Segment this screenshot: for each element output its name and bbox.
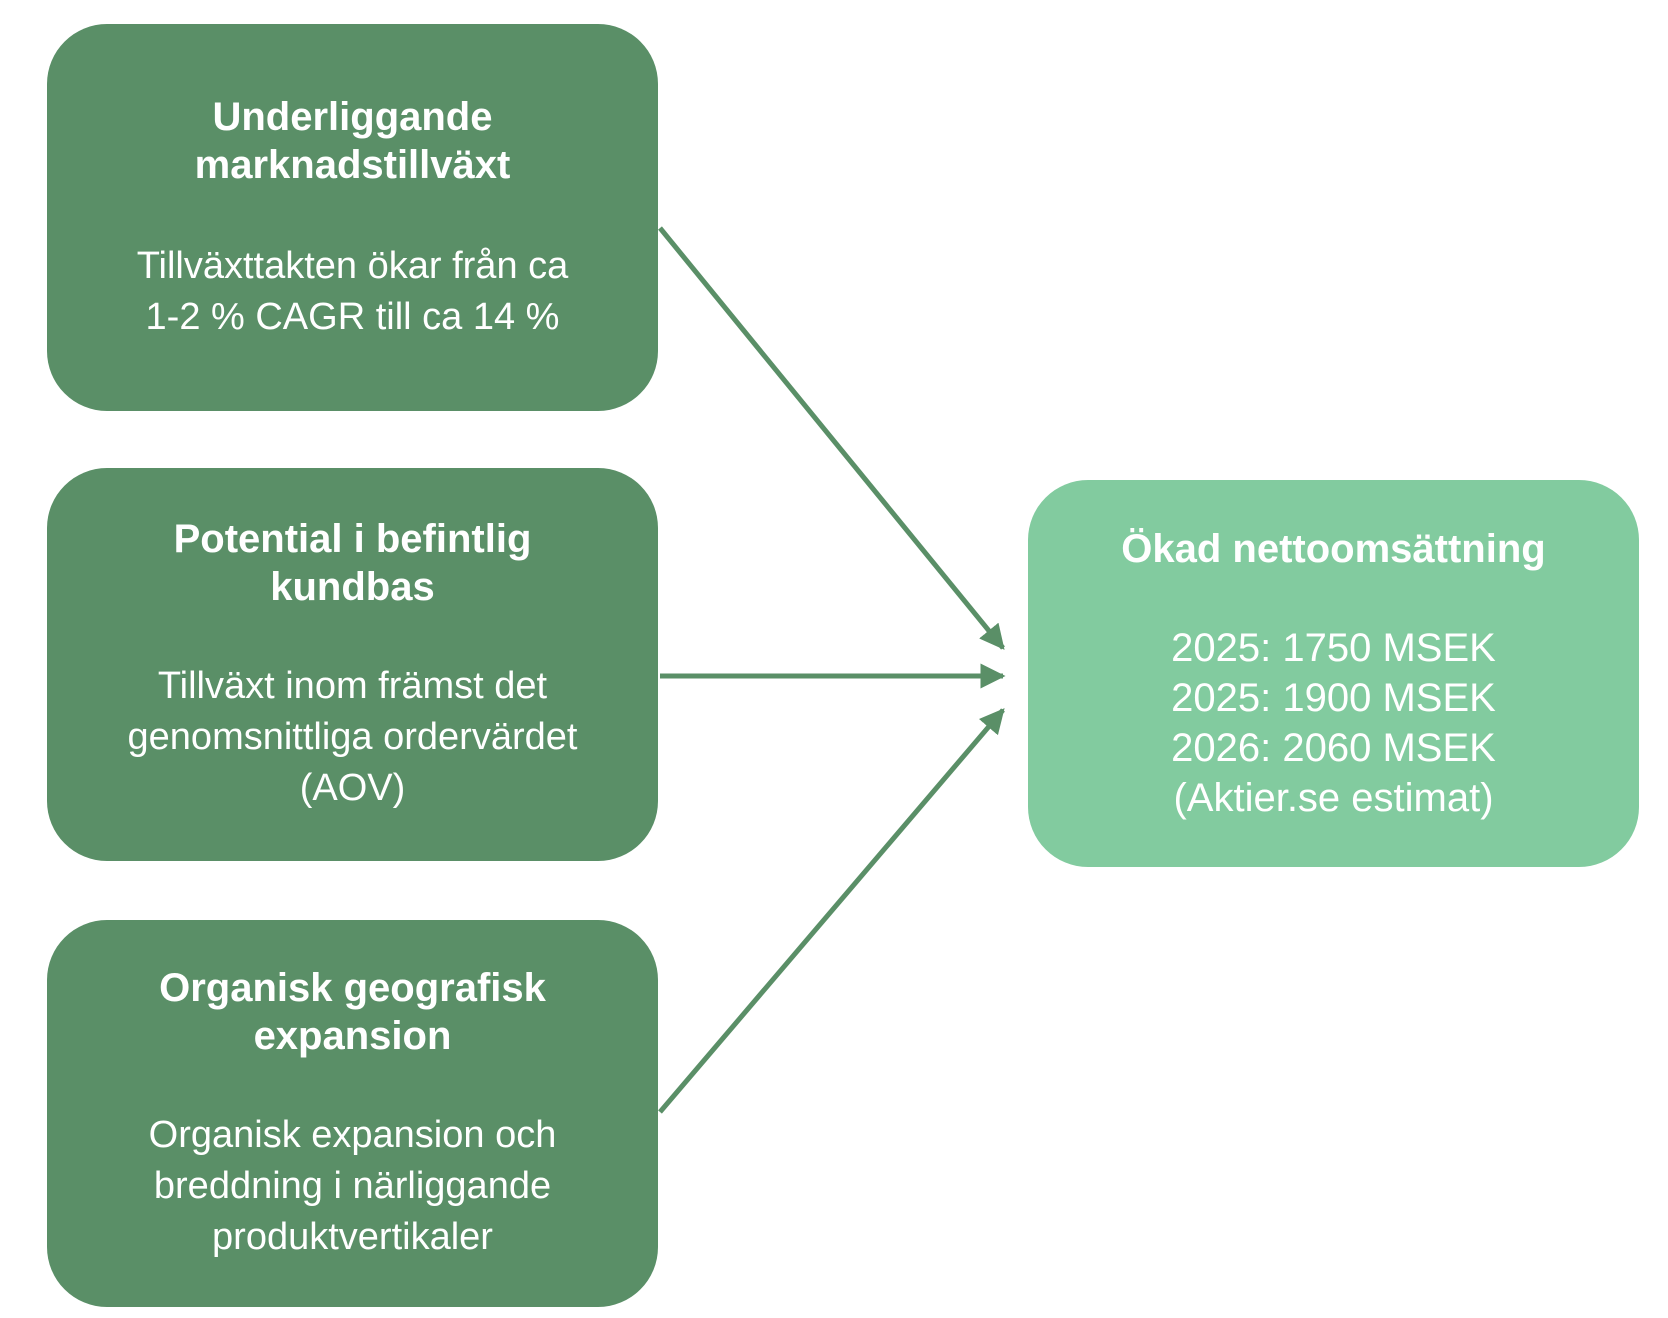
title-line: Underliggande — [212, 94, 493, 139]
arrow-market-growth-to-result — [658, 226, 1005, 650]
body-line: Tillväxt inom främst det — [157, 665, 548, 707]
body-line: produktvertikaler — [212, 1216, 493, 1258]
driver-box-customer-base: Potential i befintlig kundbas Tillväxt i… — [47, 468, 658, 861]
title-line: Potential i befintlig — [173, 517, 532, 561]
driver-description: Organisk expansion och breddning i närli… — [149, 1110, 557, 1263]
title-line: Organisk geografisk — [159, 966, 546, 1010]
driver-title: Underliggande marknadstillväxt — [195, 93, 511, 189]
result-box-net-sales: Ökad nettoomsättning 2025: 1750 MSEK 202… — [1028, 480, 1639, 867]
title-line: kundbas — [270, 565, 435, 609]
estimate-line: 2026: 2060 MSEK — [1171, 725, 1496, 770]
result-title: Ökad nettoomsättning — [1121, 526, 1546, 571]
title-line: marknadstillväxt — [194, 142, 511, 187]
body-line: breddning i närliggande — [153, 1165, 552, 1207]
body-line: (AOV) — [299, 767, 406, 809]
driver-title: Organisk geografisk expansion — [159, 964, 546, 1060]
body-line: genomsnittliga ordervärdet — [127, 716, 578, 758]
estimate-line: (Aktier.se estimat) — [1173, 775, 1494, 820]
driver-title: Potential i befintlig kundbas — [174, 515, 532, 611]
driver-description: Tillväxttakten ökar från ca 1-2 % CAGR t… — [137, 241, 569, 343]
driver-box-geographic-expansion: Organisk geografisk expansion Organisk e… — [47, 920, 658, 1307]
estimate-line: 2025: 1900 MSEK — [1171, 675, 1496, 720]
body-line: Organisk expansion och — [148, 1114, 557, 1156]
arrow-geographic-expansion-to-result — [658, 708, 1005, 1114]
driver-description: Tillväxt inom främst det genomsnittliga … — [128, 661, 578, 814]
estimate-line: 2025: 1750 MSEK — [1171, 625, 1496, 670]
title-line: expansion — [253, 1014, 452, 1058]
result-estimates: 2025: 1750 MSEK 2025: 1900 MSEK 2026: 20… — [1171, 623, 1496, 823]
driver-box-market-growth: Underliggande marknadstillväxt Tillväxtt… — [47, 24, 658, 411]
body-line: 1-2 % CAGR till ca 14 % — [145, 295, 560, 338]
body-line: Tillväxttakten ökar från ca — [136, 244, 569, 287]
